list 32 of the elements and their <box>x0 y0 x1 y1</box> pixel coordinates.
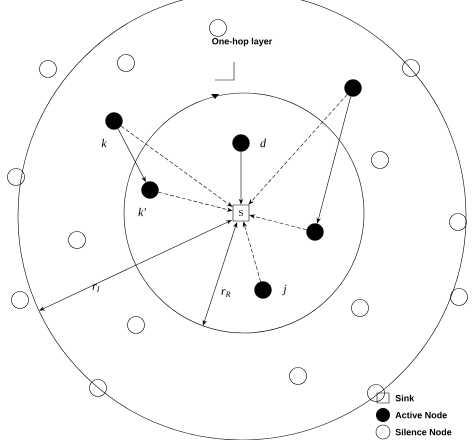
sink-box: S <box>232 204 250 222</box>
silence-node <box>450 288 468 306</box>
active-node <box>306 223 324 241</box>
active-node <box>232 134 250 152</box>
legend-label: Active Node <box>395 412 447 418</box>
active-node <box>254 281 272 299</box>
silence-node <box>367 384 385 402</box>
node-label: j <box>282 284 286 296</box>
silence-node <box>68 231 86 249</box>
silence-node <box>351 299 369 317</box>
silence-node <box>11 291 29 309</box>
layer-label: One-hop layer <box>212 38 272 46</box>
silence-node <box>7 168 25 186</box>
silence-node <box>449 213 467 231</box>
radius-label: r$_{R}$ <box>221 289 230 297</box>
silence-node <box>371 151 389 169</box>
node-label: k <box>102 138 107 148</box>
silence-node <box>209 19 227 37</box>
node-label: d <box>260 138 266 148</box>
active-node <box>344 79 362 97</box>
legend-label: Sink <box>395 394 414 402</box>
silence-node <box>289 367 307 385</box>
radius-label: r$_{I}$ <box>92 284 100 292</box>
active-node <box>105 112 123 130</box>
active-node <box>141 181 159 199</box>
legend-label: Silence Node <box>395 428 452 436</box>
silence-node <box>402 59 420 77</box>
silence-node <box>89 379 107 397</box>
silence-node <box>39 60 57 78</box>
silence-node <box>117 54 135 72</box>
node-label: k' <box>138 208 146 216</box>
silence-node <box>127 316 145 334</box>
